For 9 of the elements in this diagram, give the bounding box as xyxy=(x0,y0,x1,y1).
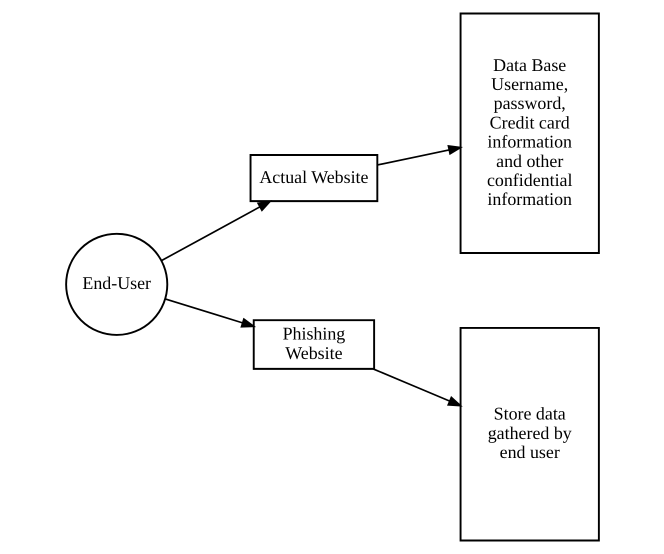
arrow xyxy=(372,368,462,407)
node-box: Phishing Website xyxy=(252,319,375,370)
arrow xyxy=(376,144,462,166)
node-box: Actual Website xyxy=(249,154,378,202)
arrow xyxy=(160,200,272,262)
node-box: Data Base Username, password, Credit card information and other confidential information xyxy=(459,12,600,254)
node-circle: End-User xyxy=(64,232,168,336)
arrow xyxy=(164,298,256,328)
node-box: Store data gathered by end user xyxy=(459,326,600,542)
